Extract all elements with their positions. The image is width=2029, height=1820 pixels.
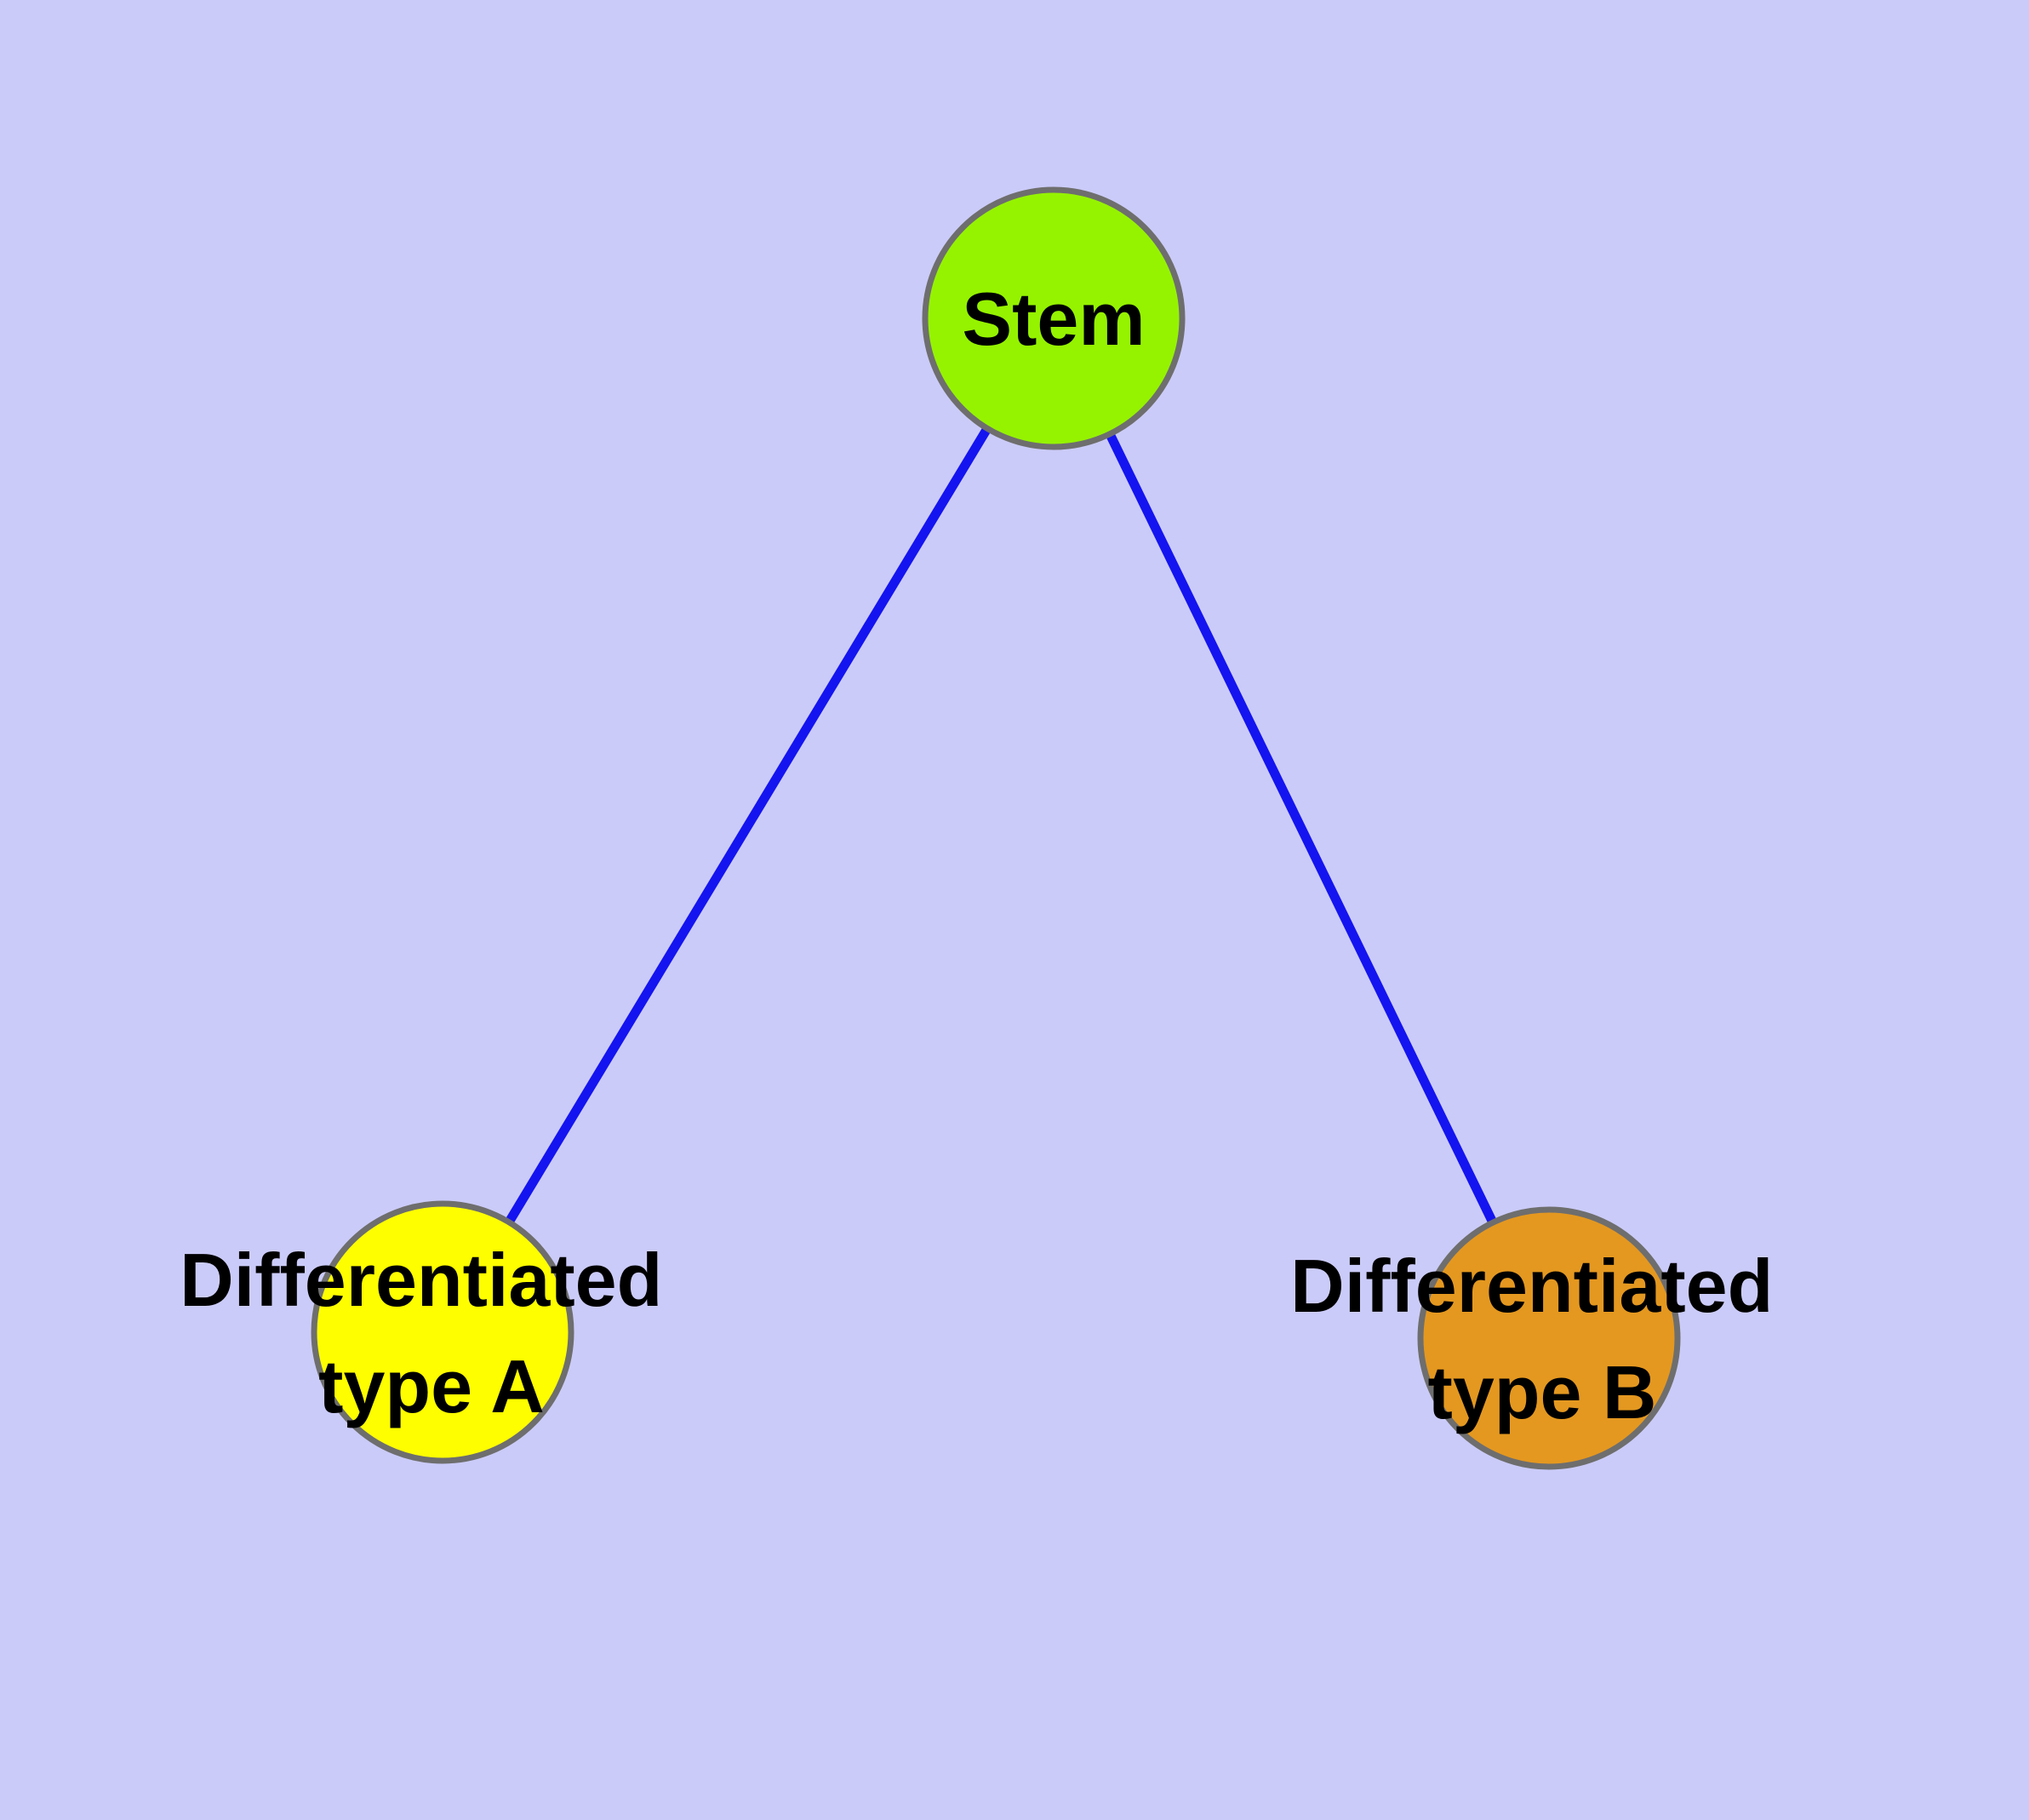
node-stem-circle [922,186,1186,450]
node-stem-label: Stem [962,277,1145,361]
node-type-b-circle [1417,1206,1681,1470]
node-type-a-label: Differentiated type A [180,1238,683,1428]
node-type-b-label: Differentiated type B [1290,1244,1794,1434]
node-type-a-label-line2: type A [318,1344,545,1428]
node-type-a-label-line1: Differentiated [180,1238,662,1322]
edge-stem-to-type-a [438,316,1058,1335]
node-type-b-label-line1: Differentiated [1290,1244,1773,1328]
edge-stem-to-type-b [1049,316,1553,1341]
node-type-b-label-line2: type B [1428,1350,1657,1434]
node-type-a-circle [311,1200,574,1464]
